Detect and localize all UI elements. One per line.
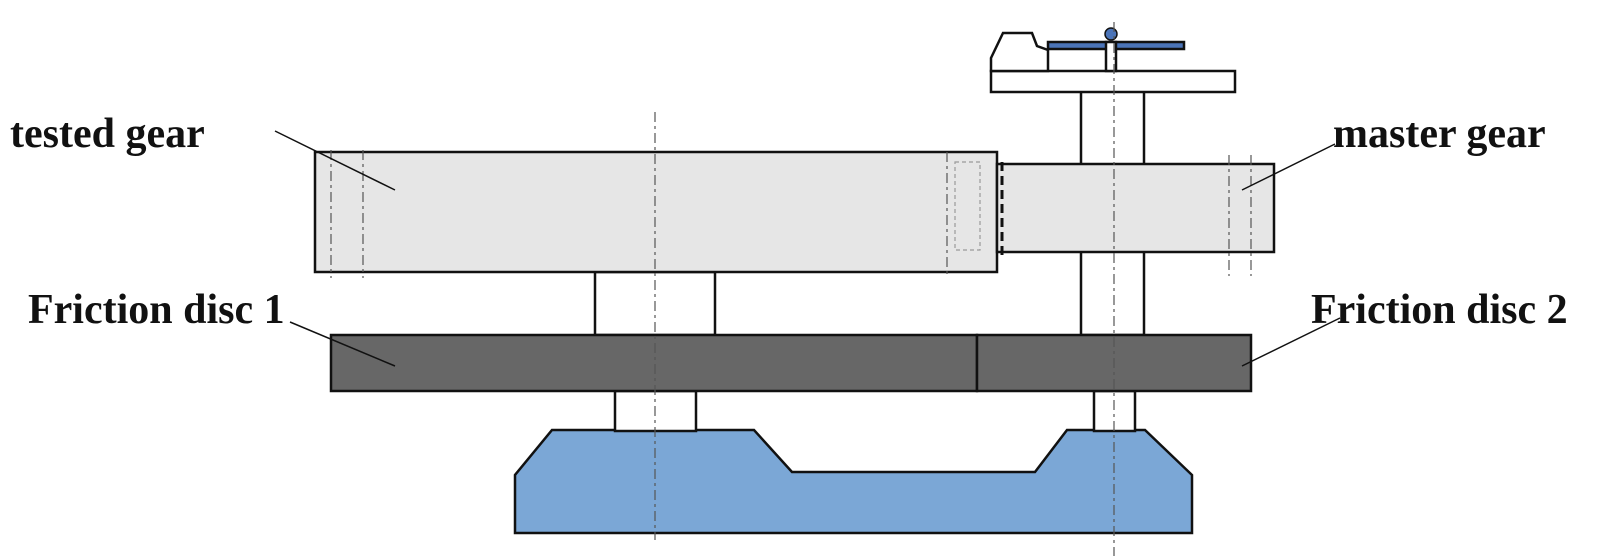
master-gear-leader xyxy=(1241,143,1336,191)
friction-disc-1 xyxy=(329,333,979,393)
indicator-post xyxy=(1104,40,1118,73)
tested-gear-tooth-outline xyxy=(954,161,981,251)
indicator-pivot xyxy=(1104,27,1118,41)
friction-disc-1-label: Friction disc 1 xyxy=(28,287,285,333)
base-block xyxy=(513,428,1194,535)
master-gear-label: master gear xyxy=(1333,111,1546,157)
master-gear xyxy=(995,162,1276,254)
tested-gear-leader xyxy=(274,130,396,191)
tested-gear-label: tested gear xyxy=(10,111,205,157)
friction-disc-1-leader xyxy=(289,321,396,367)
friction-disc-2-leader xyxy=(1241,317,1341,367)
tested-gear xyxy=(313,150,999,274)
top-clamp xyxy=(989,31,1050,73)
friction-disc-2-label: Friction disc 2 xyxy=(1311,287,1568,333)
top-platform xyxy=(989,69,1237,94)
